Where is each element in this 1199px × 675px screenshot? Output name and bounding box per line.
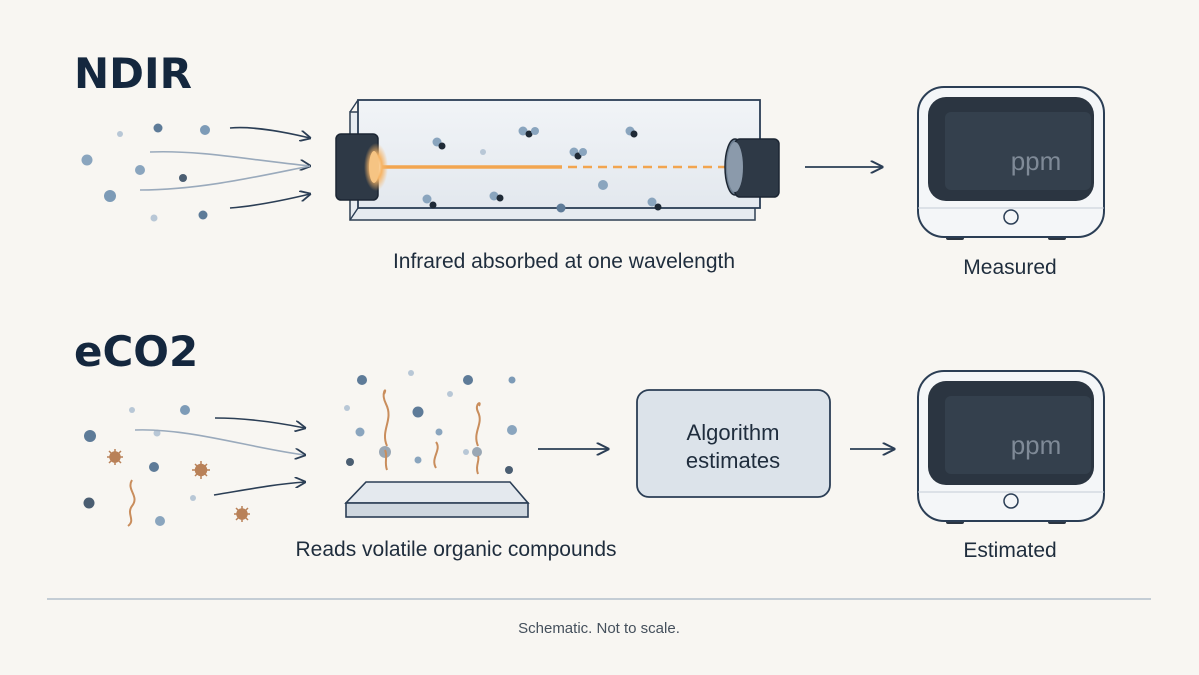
ir-detector-icon — [724, 138, 780, 198]
air-particles-icon — [81, 123, 210, 222]
ir-lamp-icon — [335, 133, 388, 201]
eco2-flow-arrows-icon — [134, 417, 305, 496]
ndir-title: NDIR — [74, 49, 192, 98]
algorithm-line1: Algorithm — [687, 420, 780, 445]
co2-molecules-icon — [422, 126, 662, 213]
flow-arrows-icon — [139, 126, 310, 209]
ndir-display-unit: ppm — [1011, 146, 1062, 176]
rising-voc-icon — [344, 370, 517, 475]
algorithm-box — [636, 389, 831, 498]
eco2-caption: Reads volatile organic compounds — [295, 538, 616, 561]
eco2-result-label: Estimated — [963, 539, 1056, 562]
footer-note: Schematic. Not to scale. — [518, 620, 680, 637]
voc-particles-icon — [83, 405, 250, 527]
ndir-result-label: Measured — [963, 256, 1056, 279]
eco2-sensor-display-icon — [917, 370, 1105, 524]
eco2-title: eCO2 — [74, 327, 198, 376]
ir-tube-icon — [349, 99, 761, 221]
eco2-display-unit: ppm — [1011, 430, 1062, 460]
ndir-sensor-display-icon — [917, 86, 1105, 240]
ndir-caption: Infrared absorbed at one wavelength — [393, 250, 735, 273]
heated-sensor-plate-icon — [344, 481, 530, 518]
algorithm-line2: estimates — [686, 448, 780, 473]
